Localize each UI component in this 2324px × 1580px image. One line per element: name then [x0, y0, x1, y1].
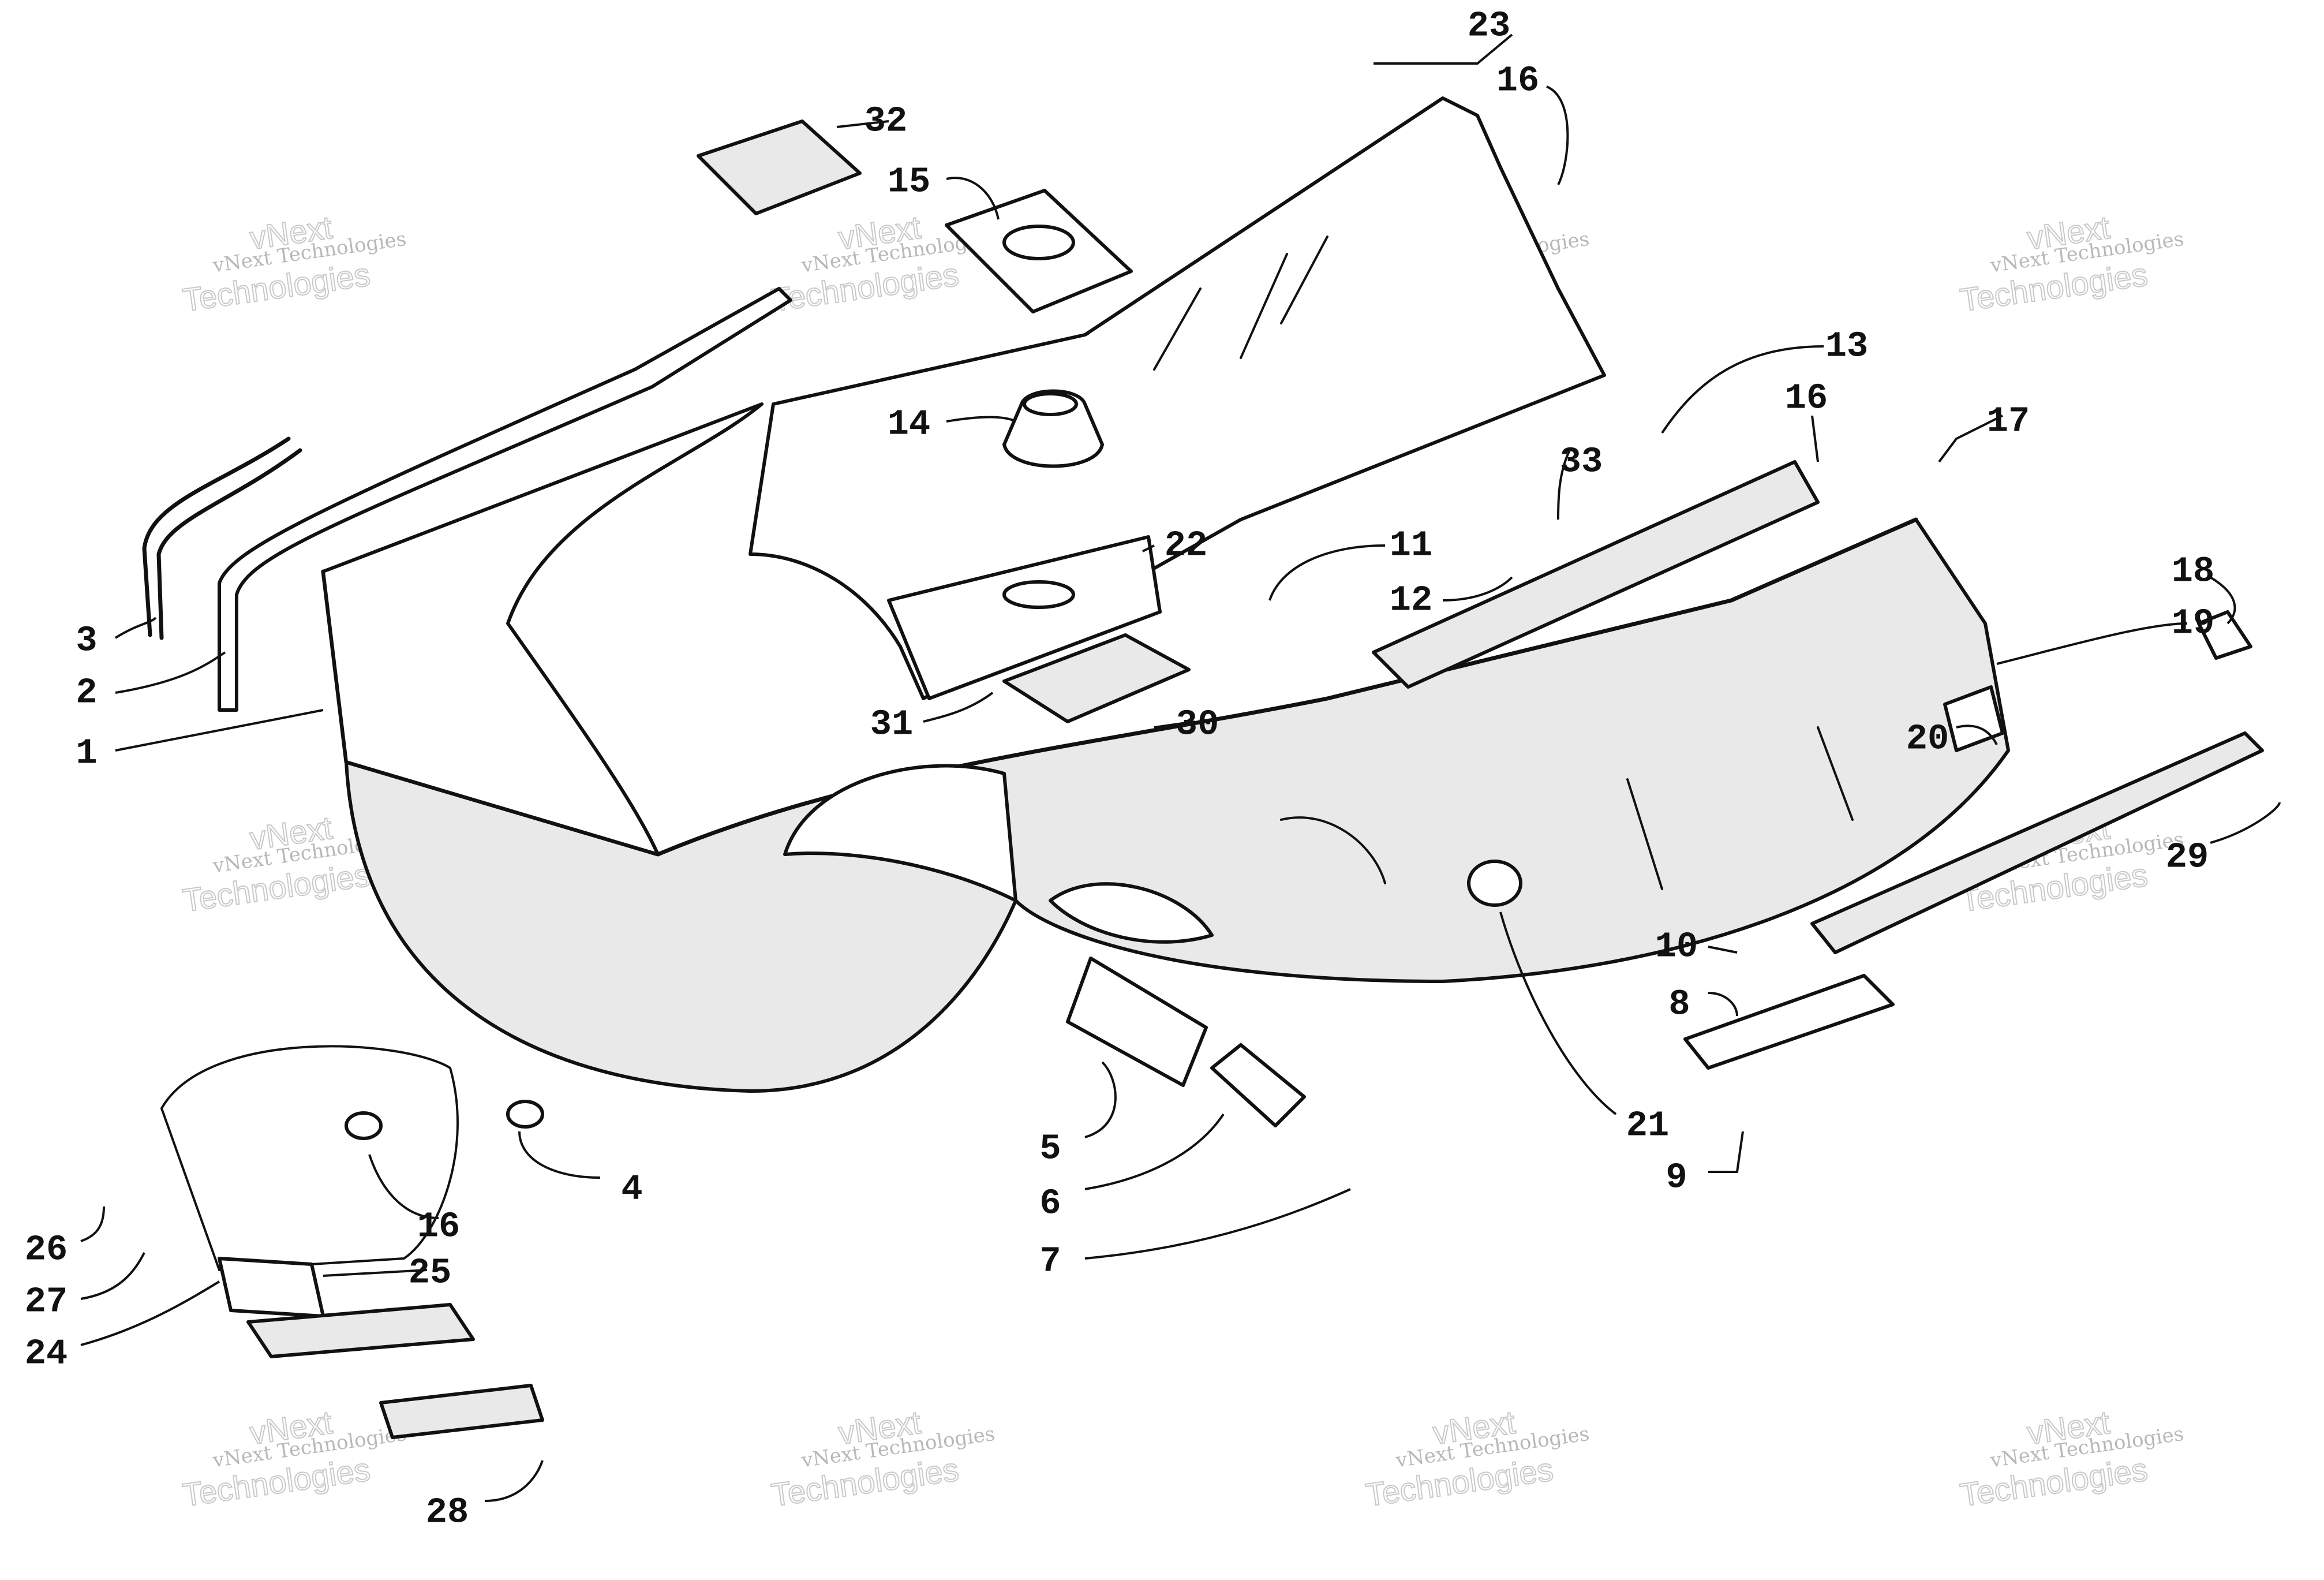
- callout-leader-2: [115, 651, 226, 694]
- callout-leader-28: [484, 1460, 544, 1502]
- callout-leader-4: [518, 1131, 601, 1179]
- callout-leader-15: [946, 177, 1000, 220]
- callout-label-9: 9: [1666, 1157, 1687, 1198]
- callout-leader-19: [1996, 622, 2188, 665]
- callout-leader-32: [836, 120, 889, 128]
- callout-label-16: 16: [1785, 378, 1828, 419]
- callout-leader-22: [1142, 544, 1155, 552]
- callout-leader-16: [368, 1154, 439, 1219]
- callout-leader-29: [2210, 802, 2281, 844]
- callout-label-15: 15: [888, 161, 930, 202]
- callout-label-16: 16: [1496, 60, 1539, 101]
- callout-label-32: 32: [865, 100, 907, 141]
- callout-label-17: 17: [1987, 401, 2030, 442]
- callout-label-13: 13: [1825, 326, 1868, 367]
- callout-label-4: 4: [621, 1168, 642, 1209]
- callout-label-25: 25: [409, 1252, 451, 1293]
- callout-label-30: 30: [1176, 704, 1219, 745]
- callout-label-23: 23: [1468, 5, 1510, 46]
- callout-leader-23: [1374, 33, 1513, 65]
- callout-label-1: 1: [76, 733, 97, 774]
- callout-leader-30: [1154, 720, 1195, 729]
- callout-label-12: 12: [1390, 580, 1432, 621]
- callout-label-26: 26: [25, 1229, 68, 1270]
- callout-label-14: 14: [888, 404, 930, 445]
- rear-trim: [1372, 460, 2264, 954]
- top-deck: [749, 96, 1606, 700]
- callout-label-16: 16: [417, 1206, 460, 1247]
- windshield-trim: [142, 287, 792, 712]
- callout-leaders: [80, 33, 2281, 1502]
- callout-leader-3: [114, 617, 157, 639]
- callout-label-11: 11: [1390, 525, 1432, 566]
- callout-label-33: 33: [1560, 441, 1603, 482]
- callout-label-3: 3: [76, 620, 97, 661]
- callout-leader-10: [1708, 946, 1738, 954]
- callout-label-27: 27: [25, 1281, 68, 1322]
- belly-pan: [321, 402, 2010, 1093]
- callout-label-21: 21: [1626, 1105, 1669, 1146]
- callout-leader-8: [1708, 992, 1738, 1017]
- callout-leader-6: [1084, 1113, 1225, 1190]
- callout-leader-33: [1557, 450, 1571, 520]
- callout-label-8: 8: [1668, 984, 1690, 1025]
- callout-label-7: 7: [1039, 1241, 1061, 1282]
- callout-label-2: 2: [76, 672, 97, 713]
- hood-latch: [506, 860, 1522, 1129]
- callout-label-24: 24: [25, 1333, 68, 1374]
- callout-label-20: 20: [1906, 718, 1949, 759]
- fuel-filler-assembly: [697, 119, 1133, 468]
- callout-labels: 1234567891011121314151616161718192021222…: [25, 5, 2214, 1533]
- callout-leader-1: [115, 709, 324, 752]
- cable-bracket: [1683, 974, 1895, 1070]
- callout-label-10: 10: [1655, 926, 1698, 967]
- callout-label-19: 19: [2172, 603, 2214, 644]
- callout-label-22: 22: [1165, 525, 1207, 566]
- callout-leader-14: [946, 416, 1016, 423]
- callout-label-31: 31: [870, 704, 913, 745]
- callout-label-5: 5: [1039, 1128, 1061, 1169]
- mounting-plate: [1002, 633, 1191, 723]
- callout-leader-11: [1268, 544, 1386, 601]
- callout-leader-13: [1661, 345, 1824, 434]
- callout-leader-25: [323, 1269, 428, 1277]
- callout-leader-18: [2209, 576, 2236, 625]
- callout-leader-7: [1084, 1188, 1351, 1260]
- callout-label-29: 29: [2166, 836, 2209, 877]
- callout-leader-16: [1546, 85, 1569, 185]
- callout-leader-5: [1084, 1061, 1117, 1138]
- callout-label-18: 18: [2172, 551, 2214, 592]
- callout-leader-26: [80, 1206, 105, 1242]
- callout-leader-9: [1708, 1131, 1744, 1173]
- callout-leader-17: [1938, 414, 2003, 463]
- callout-label-6: 6: [1039, 1183, 1061, 1224]
- callout-leader-24: [80, 1280, 220, 1346]
- callout-label-28: 28: [426, 1492, 469, 1533]
- callout-leader-16: [1811, 415, 1819, 462]
- callout-leader-21: [1499, 912, 1617, 1115]
- callout-leader-27: [80, 1252, 145, 1300]
- hinge-detail: [160, 1045, 544, 1439]
- callout-leader-20: [1956, 724, 1998, 745]
- callout-leader-12: [1442, 576, 1513, 602]
- callout-leader-31: [923, 692, 994, 723]
